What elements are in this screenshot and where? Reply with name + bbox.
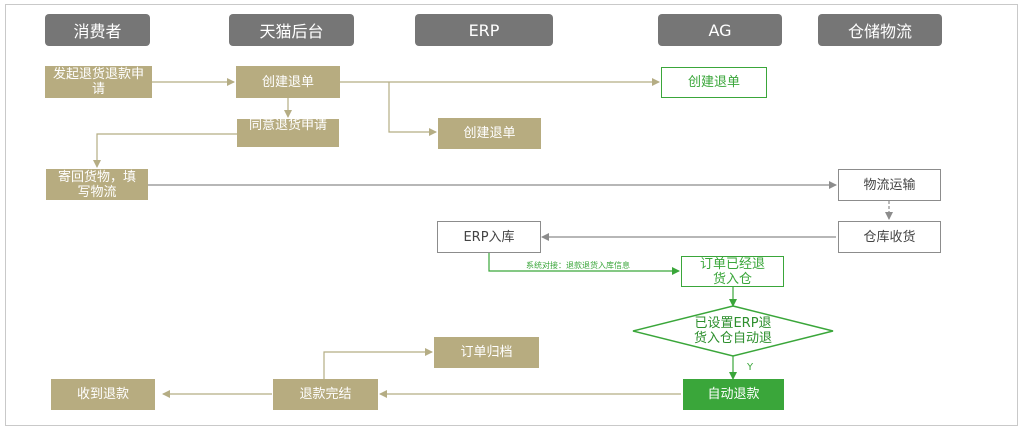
lane-tmall: 天猫后台 [229, 14, 354, 46]
node-ag-create-refund-label: 创建退单 [687, 75, 740, 90]
lane-ag-label: AG [708, 20, 732, 40]
node-order-returned-label: 订单已经退货入仓 [699, 256, 765, 287]
edge-create-to-erp [388, 82, 437, 136]
lane-erp: ERP [415, 14, 553, 46]
decision-auto-refund-label: 已设置ERP退货入仓自动退 [693, 316, 772, 346]
node-refund-complete: 退款完结 [273, 379, 378, 410]
node-order-archive-label: 订单归档 [460, 345, 513, 360]
edge-label-yes: Y [747, 362, 754, 373]
node-logistics-transport: 物流运输 [838, 169, 941, 201]
lane-ag: AG [658, 14, 782, 46]
node-initiate-return: 发起退货退款申请 [45, 66, 152, 98]
lane-erp-label: ERP [468, 20, 500, 40]
node-logistics-transport-label: 物流运输 [863, 177, 916, 193]
decision-diamond-shape [632, 305, 834, 357]
node-tmall-create-refund-label: 创建退单 [261, 74, 314, 90]
node-erp-create-refund-label: 创建退单 [463, 126, 516, 141]
node-auto-refund: 自动退款 [683, 379, 784, 410]
node-erp-create-refund: 创建退单 [438, 118, 541, 149]
edge-label-system-sync: 系统对接：退款退货入库信息 [526, 261, 630, 270]
lane-consumer: 消费者 [45, 14, 150, 46]
lane-warehouse: 仓储物流 [818, 14, 942, 46]
node-refund-received-label: 收到退款 [76, 387, 129, 402]
node-send-back-goods-label: 寄回货物，填写物流 [57, 169, 136, 200]
lane-warehouse-label: 仓储物流 [847, 22, 912, 41]
node-refund-received: 收到退款 [51, 379, 155, 410]
node-agree-return: 同意退货申请 [237, 119, 339, 147]
node-agree-return-label: 同意退货申请 [248, 118, 327, 133]
diagram-frame [5, 4, 1018, 426]
node-order-archive: 订单归档 [434, 337, 539, 368]
node-ag-create-refund: 创建退单 [661, 67, 767, 98]
edge-stock-to-returned [488, 253, 680, 275]
lane-tmall-label: 天猫后台 [259, 22, 324, 41]
node-auto-refund-label: 自动退款 [707, 387, 760, 402]
node-order-returned: 订单已经退货入仓 [681, 256, 784, 287]
node-erp-stock-in-label: ERP入库 [463, 229, 515, 245]
lane-consumer-label: 消费者 [73, 22, 122, 41]
node-erp-stock-in: ERP入库 [437, 221, 541, 253]
edge-agree-to-sendback [93, 133, 237, 168]
edge-complete-to-archive [323, 348, 433, 379]
node-refund-complete-label: 退款完结 [299, 387, 352, 402]
node-tmall-create-refund: 创建退单 [236, 66, 340, 98]
node-initiate-return-label: 发起退货退款申请 [52, 67, 144, 97]
node-send-back-goods: 寄回货物，填写物流 [46, 169, 148, 200]
node-warehouse-receive: 仓库收货 [838, 221, 941, 253]
node-warehouse-receive-label: 仓库收货 [863, 229, 916, 245]
